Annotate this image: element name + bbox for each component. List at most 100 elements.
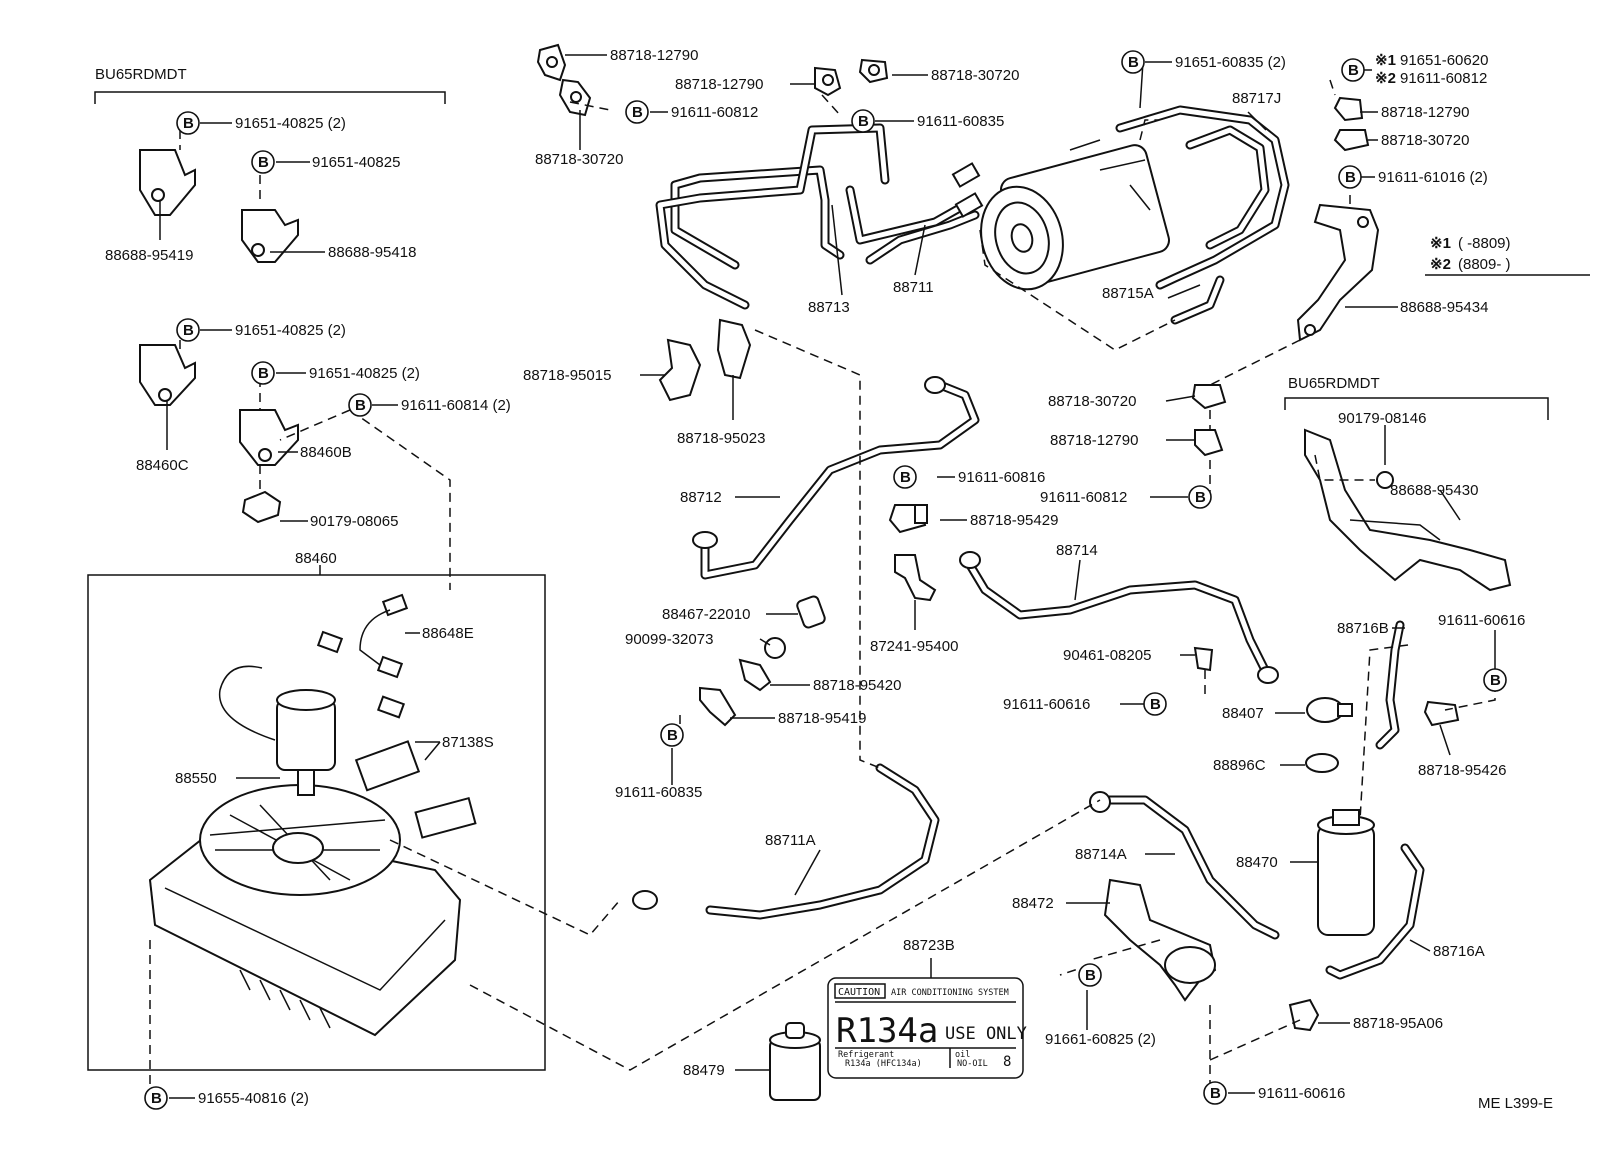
- nut-90179-08065-part: [241, 490, 282, 524]
- figure-id: ME L399-E: [1478, 1095, 1553, 1112]
- bracket-88688-95418-part: [241, 209, 299, 263]
- condenser-fan-part: [148, 784, 462, 1037]
- bracket-87241-95400-part: [894, 554, 937, 602]
- hose-88715a-part: [1170, 275, 1225, 325]
- oil-number-text: 8: [1003, 1054, 1011, 1070]
- system-text: AIR CONDITIONING SYSTEM: [891, 988, 1009, 998]
- part-label: 88467-22010: [662, 606, 750, 623]
- part-label: 88723B: [903, 937, 955, 954]
- note-mark-1-top: ※1: [1375, 52, 1396, 69]
- part-label: 88472: [1012, 895, 1054, 912]
- part-label: 88718-95015: [523, 367, 611, 384]
- leader-lines: [159, 54, 1496, 1099]
- hose-88714-part: [959, 551, 1279, 684]
- bolt-marker-14: B: [660, 723, 684, 747]
- part-label: 88648E: [422, 625, 474, 642]
- part-label: 91611-60812: [1040, 489, 1127, 506]
- bolt-marker-8: B: [851, 109, 875, 133]
- part-label: 88460C: [136, 457, 189, 474]
- svg-text:B: B: [858, 113, 869, 130]
- svg-text:B: B: [1150, 696, 1161, 713]
- part-label: 90179-08146: [1338, 410, 1426, 427]
- bracket-88460b-part: [239, 409, 299, 466]
- part-label: 88718-95419: [778, 710, 866, 727]
- part-label: 88716A: [1433, 943, 1485, 960]
- svg-text:B: B: [1128, 54, 1139, 71]
- part-label: 91611-60812: [671, 104, 758, 121]
- svg-text:B: B: [900, 469, 911, 486]
- part-label: 91655-40816 (2): [198, 1090, 309, 1107]
- part-label: 91611-60835: [615, 784, 702, 801]
- svg-text:B: B: [1210, 1085, 1221, 1102]
- part-label: 91661-60825 (2): [1045, 1031, 1156, 1048]
- part-label: 88718-95023: [677, 430, 765, 447]
- caution-box: [834, 983, 886, 999]
- hose-88712-part: [692, 376, 980, 580]
- part-label: 88470: [1236, 854, 1278, 871]
- part-label: 88479: [683, 1062, 725, 1079]
- part-label: 88688-95430: [1390, 482, 1478, 499]
- part-label: 88718-12790: [1381, 104, 1469, 121]
- part-label: 88717J: [1232, 90, 1281, 107]
- refrigerant-type-text: R134a (HFC134a): [845, 1059, 922, 1069]
- part-label: 88718-12790: [610, 47, 698, 64]
- svg-text:B: B: [183, 115, 194, 132]
- svg-text:B: B: [632, 104, 643, 121]
- part-label: 88718-12790: [1050, 432, 1138, 449]
- part-88460-label: 88460: [295, 550, 337, 567]
- bolt-marker-15: B: [1143, 692, 1167, 716]
- part-label: 88718-30720: [931, 67, 1019, 84]
- bracket-88460c-part: [139, 344, 196, 406]
- dashed-connectors: [149, 79, 1496, 1090]
- caution-label-88723b: CAUTION AIR CONDITIONING SYSTEM R134a US…: [827, 977, 1027, 1079]
- clip-88718-30720-right-mid-part: [1191, 384, 1227, 410]
- part-label: 88688-95434: [1400, 299, 1488, 316]
- hose-88711a-part: [632, 763, 940, 920]
- part-label: 91611-60835: [917, 113, 1004, 130]
- part-label: 91611-60616: [1258, 1085, 1345, 1102]
- hose-88716a-part: [1325, 843, 1425, 980]
- clip-88718-95429-part: [888, 504, 928, 534]
- part-label: 88718-12790: [675, 76, 763, 93]
- part-label: 88711: [893, 279, 934, 296]
- note-mark-2-top: ※2: [1375, 70, 1396, 87]
- part-label: 91651-60620: [1400, 52, 1488, 69]
- part-label: 88712: [680, 489, 722, 506]
- bolt-marker-10: B: [1341, 58, 1365, 82]
- part-label: 88711A: [765, 832, 816, 849]
- compressor-part: [980, 139, 1170, 291]
- bolt-marker-12: B: [1188, 485, 1212, 509]
- plug-88467-22010-part: [796, 595, 826, 629]
- svg-text:B: B: [183, 322, 194, 339]
- oil-bottle-88479-part: [769, 1022, 821, 1101]
- svg-text:B: B: [1195, 489, 1206, 506]
- part-label: 88718-95426: [1418, 762, 1506, 779]
- bolt-marker-13: B: [893, 465, 917, 489]
- note-range-1: ( -8809): [1458, 235, 1511, 252]
- condenser-assembly-box: [87, 574, 546, 1071]
- hose-88717j-part: [1115, 105, 1290, 290]
- clip-88718-95023-part: [716, 318, 752, 380]
- part-label: 88688-95419: [105, 247, 193, 264]
- fitting-88407-part: [1306, 697, 1353, 723]
- bolt-marker-17: B: [1078, 963, 1102, 987]
- bolt-marker-1: B: [176, 111, 200, 135]
- part-label: 88714: [1056, 542, 1098, 559]
- bolt-marker-16: B: [1483, 668, 1507, 692]
- clip-88718-95015-part: [658, 338, 702, 402]
- part-label: 88718-95420: [813, 677, 901, 694]
- part-label: 88688-95418: [328, 244, 416, 261]
- part-label: 88718-30720: [535, 151, 623, 168]
- bolt-marker-3: B: [176, 318, 200, 342]
- part-label: 87138S: [442, 734, 494, 751]
- clip-88718-12790-right-part: [1333, 96, 1364, 122]
- svg-text:B: B: [1085, 967, 1096, 984]
- bracket-88688-95430-part: [1304, 428, 1512, 592]
- clip-88718-95426-part: [1423, 700, 1460, 727]
- bolt-marker-5: B: [348, 393, 372, 417]
- part-label: 88407: [1222, 705, 1264, 722]
- caution-text: CAUTION: [838, 987, 880, 998]
- refrigerant-big-text: R134a: [836, 1011, 938, 1051]
- right-group-label: BU65RDMDT: [1288, 375, 1380, 392]
- clip-90461-08205-part: [1193, 646, 1214, 672]
